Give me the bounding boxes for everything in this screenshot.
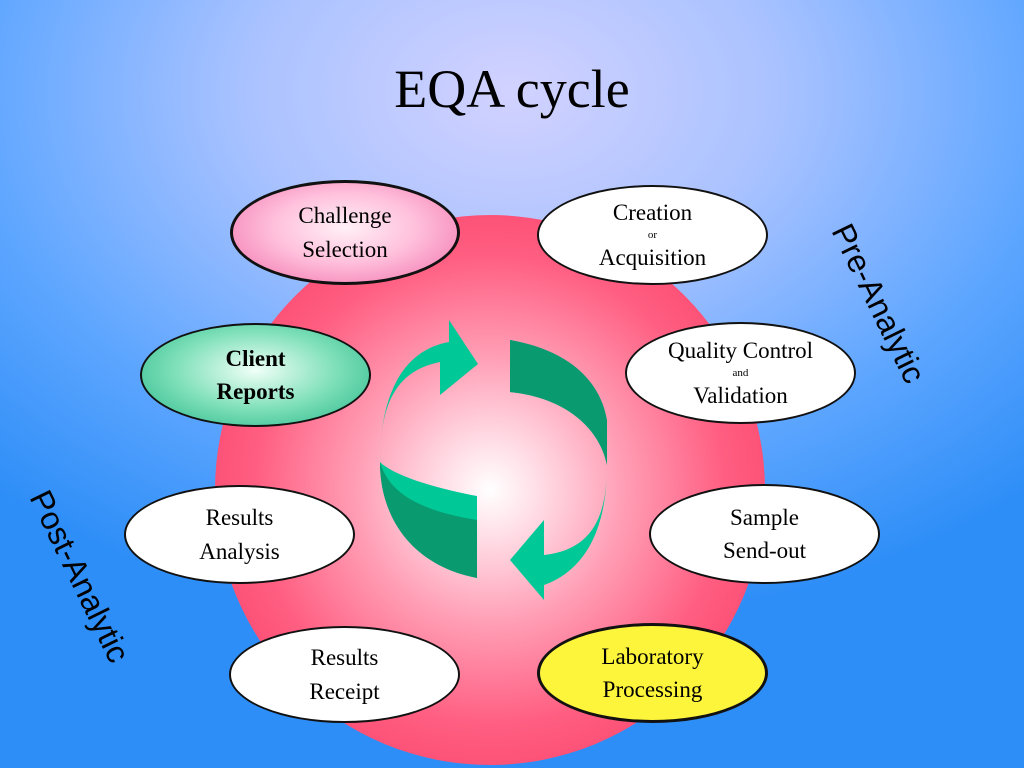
node-sample-sendout: Sample Send-out (649, 484, 880, 584)
node-client-line1: Client (225, 345, 286, 371)
node-lab-line2: Processing (602, 677, 703, 702)
node-receipt-line2: Receipt (309, 678, 380, 704)
node-creation-connector: or (647, 228, 658, 241)
node-challenge-selection: Challenge Selection (230, 180, 460, 285)
node-qc-connector: and (732, 366, 749, 379)
node-analysis-line2: Analysis (199, 538, 280, 564)
node-client-reports: Client Reports (140, 323, 371, 427)
node-results-receipt: Results Receipt (229, 626, 460, 723)
node-analysis-line1: Results (205, 505, 274, 531)
node-quality-control: Quality Control and Validation (625, 322, 856, 424)
node-creation: Creation or Acquisition (537, 185, 768, 285)
node-lab-processing: Laboratory Processing (537, 623, 768, 723)
node-qc-line1: Quality Control (667, 337, 814, 363)
node-sample-line2: Send-out (722, 538, 807, 563)
node-sample-line1: Sample (730, 504, 799, 530)
node-client-line2: Reports (216, 379, 295, 404)
node-receipt-line1: Results (310, 645, 379, 671)
node-results-analysis: Results Analysis (124, 485, 355, 584)
right-arrow-band-dark (510, 340, 607, 465)
left-arrow-shadow (380, 462, 477, 578)
node-challenge-line2: Selection (302, 236, 388, 262)
node-qc-line2: Validation (693, 383, 788, 409)
slide-title: EQA cycle (394, 59, 630, 119)
node-lab-line1: Laboratory (601, 643, 704, 669)
node-challenge-line1: Challenge (298, 203, 392, 229)
node-creation-line1: Creation (612, 199, 693, 225)
node-creation-line2: Acquisition (598, 245, 707, 271)
